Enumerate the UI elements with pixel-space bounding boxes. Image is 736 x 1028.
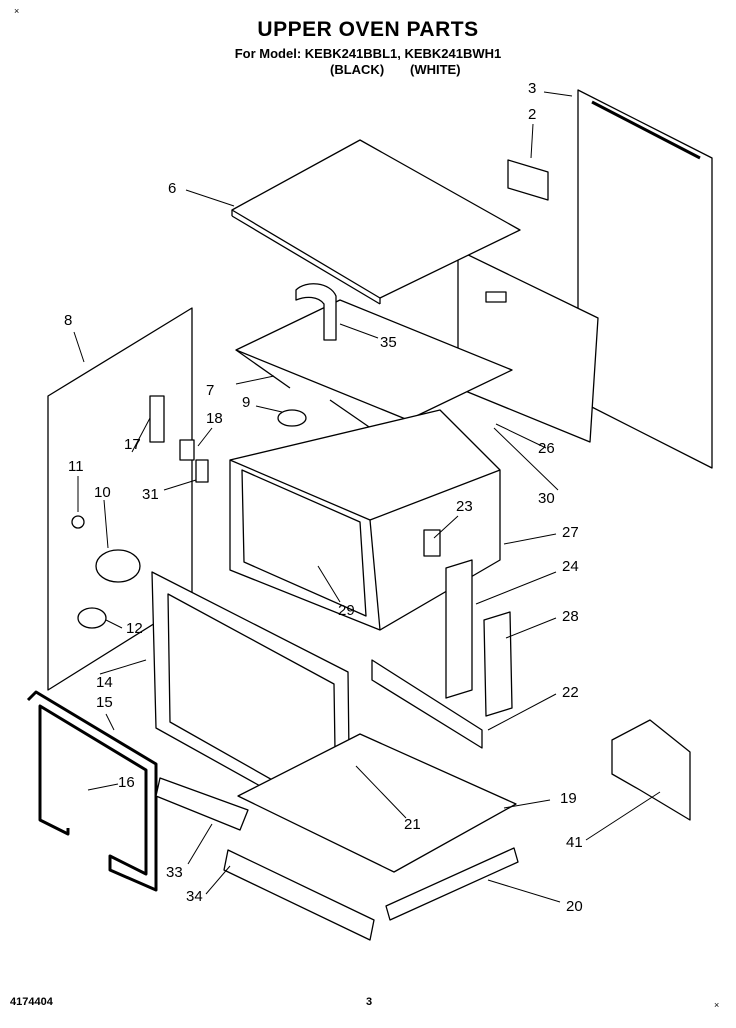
part-label-28: 28 xyxy=(562,608,579,625)
part-41-bracket xyxy=(611,719,691,821)
part-label-19: 19 xyxy=(560,790,577,807)
part-11-grommet xyxy=(71,515,85,529)
footer-document-number: 4174404 xyxy=(10,996,53,1008)
part-label-30: 30 xyxy=(538,490,555,507)
part-label-27: 27 xyxy=(562,524,579,541)
part-label-21: 21 xyxy=(404,816,421,833)
part-19-bottom-panel xyxy=(237,733,517,873)
part-label-34: 34 xyxy=(186,888,203,905)
part-12-bulb xyxy=(77,607,107,629)
part-label-22: 22 xyxy=(562,684,579,701)
corner-mark-top-left: × xyxy=(14,6,20,16)
part-label-7: 7 xyxy=(206,382,215,399)
part-label-2: 2 xyxy=(528,106,537,123)
leader-lines xyxy=(73,91,661,903)
part-label-16: 16 xyxy=(118,774,135,791)
part-6-top-panel xyxy=(231,139,521,305)
part-27-oven-cavity xyxy=(229,409,501,631)
part-label-26: 26 xyxy=(538,440,555,457)
part-24-hinge-bracket xyxy=(445,559,473,699)
part-label-18: 18 xyxy=(206,410,223,427)
model-line: For Model: KEBK241BBL1, KEBK241BWH1 xyxy=(234,46,502,61)
color-black-label: (BLACK) xyxy=(330,62,385,77)
part-label-20: 20 xyxy=(566,898,583,915)
part-label-35: 35 xyxy=(380,334,397,351)
part-33-trim xyxy=(155,777,249,831)
part-22-rail xyxy=(371,659,483,749)
part-label-8: 8 xyxy=(64,312,73,329)
part-label-10: 10 xyxy=(94,484,111,501)
corner-mark-bottom-right: × xyxy=(714,1000,720,1010)
part-label-29: 29 xyxy=(338,602,355,619)
part-label-31: 31 xyxy=(142,486,159,503)
color-white-label: (WHITE) xyxy=(410,62,461,77)
part-label-33: 33 xyxy=(166,864,183,881)
part-label-3: 3 xyxy=(528,80,537,97)
part-label-9: 9 xyxy=(242,394,251,411)
part-31-switch xyxy=(195,459,209,483)
part-label-6: 6 xyxy=(168,180,177,197)
part-label-15: 15 xyxy=(96,694,113,711)
part-15-gasket xyxy=(26,690,158,892)
part-26-rear-panel xyxy=(457,249,599,443)
part-label-11: 11 xyxy=(68,458,84,475)
part-20-trim-strip xyxy=(385,847,519,921)
footer-page-number: 3 xyxy=(366,996,373,1008)
part-18-clip xyxy=(179,439,195,461)
part-35-vent-tube xyxy=(295,283,337,341)
part-2-bracket xyxy=(507,159,549,201)
part-17-bracket xyxy=(149,395,165,443)
part-3-side-panel xyxy=(577,89,713,469)
part-label-41: 41 xyxy=(566,834,583,851)
part-label-23: 23 xyxy=(456,498,473,515)
part-label-24: 24 xyxy=(562,558,579,575)
part-23-clip xyxy=(423,529,441,557)
part-28-hinge xyxy=(483,611,513,717)
part-label-14: 14 xyxy=(96,674,113,691)
part-label-17: 17 xyxy=(124,436,141,453)
part-9-knob xyxy=(277,409,307,427)
part-label-12: 12 xyxy=(126,620,143,637)
part-34-trim-lower xyxy=(223,849,375,941)
part-10-lamp-socket xyxy=(95,549,141,583)
page-title: UPPER OVEN PARTS xyxy=(257,18,479,41)
